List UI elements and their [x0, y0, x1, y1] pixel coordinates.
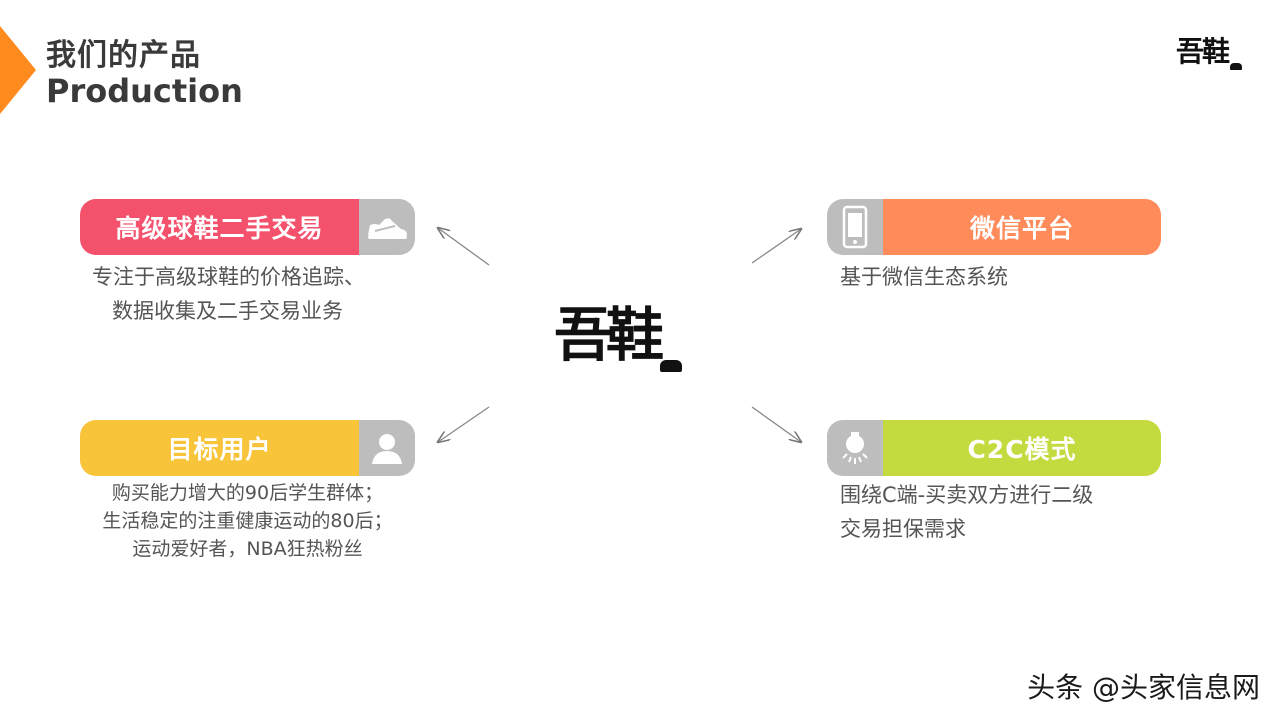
arrow-top-left	[438, 228, 490, 266]
shoe-mark-icon	[660, 360, 683, 372]
desc-line: 数据收集及二手交易业务	[112, 299, 343, 323]
card-users-desc: 购买能力增大的90后学生群体； 生活稳定的注重健康运动的80后； 运动爱好者，N…	[80, 479, 415, 563]
brand-logo-text: 吾鞋	[1175, 35, 1230, 68]
corner-accent	[0, 26, 36, 114]
watermark: 头条 @头家信息网	[1027, 671, 1260, 704]
card-wechat: 微信平台	[827, 199, 1161, 255]
brand-logo: 吾鞋	[1176, 30, 1242, 70]
sneaker-icon	[359, 199, 415, 255]
desc-line: 专注于高级球鞋的价格追踪、	[92, 265, 365, 289]
desc-line: 基于微信生态系统	[840, 265, 1008, 289]
page-subtitle: Production	[46, 72, 243, 110]
shoe-mark-icon	[1230, 63, 1242, 70]
desc-line: 交易担保需求	[840, 517, 966, 541]
arrow-bottom-right	[751, 406, 801, 442]
card-wechat-desc: 基于微信生态系统	[840, 260, 1008, 294]
arrow-bottom-left	[438, 406, 490, 442]
lightbulb-icon	[827, 420, 883, 476]
desc-line: 购买能力增大的90后学生群体；	[111, 482, 384, 504]
phone-icon	[827, 199, 883, 255]
card-users: 目标用户	[80, 420, 415, 476]
card-c2c-label: C2C模式	[883, 420, 1161, 476]
user-icon	[359, 420, 415, 476]
center-logo: 吾鞋	[554, 288, 683, 372]
center-logo-text: 吾鞋	[554, 301, 664, 369]
card-c2c: C2C模式	[827, 420, 1161, 476]
card-trading-desc: 专注于高级球鞋的价格追踪、 数据收集及二手交易业务	[92, 260, 365, 328]
card-wechat-label: 微信平台	[883, 199, 1161, 255]
page-title: 我们的产品	[46, 38, 201, 73]
desc-line: 围绕C端-买卖双方进行二级	[840, 483, 1094, 507]
arrow-top-right	[751, 229, 801, 264]
card-trading: 高级球鞋二手交易	[80, 199, 415, 255]
card-users-label: 目标用户	[80, 420, 359, 476]
desc-line: 运动爱好者，NBA狂热粉丝	[132, 538, 363, 560]
desc-line: 生活稳定的注重健康运动的80后；	[102, 510, 393, 532]
card-c2c-desc: 围绕C端-买卖双方进行二级 交易担保需求	[840, 478, 1093, 546]
card-trading-label: 高级球鞋二手交易	[80, 199, 359, 255]
